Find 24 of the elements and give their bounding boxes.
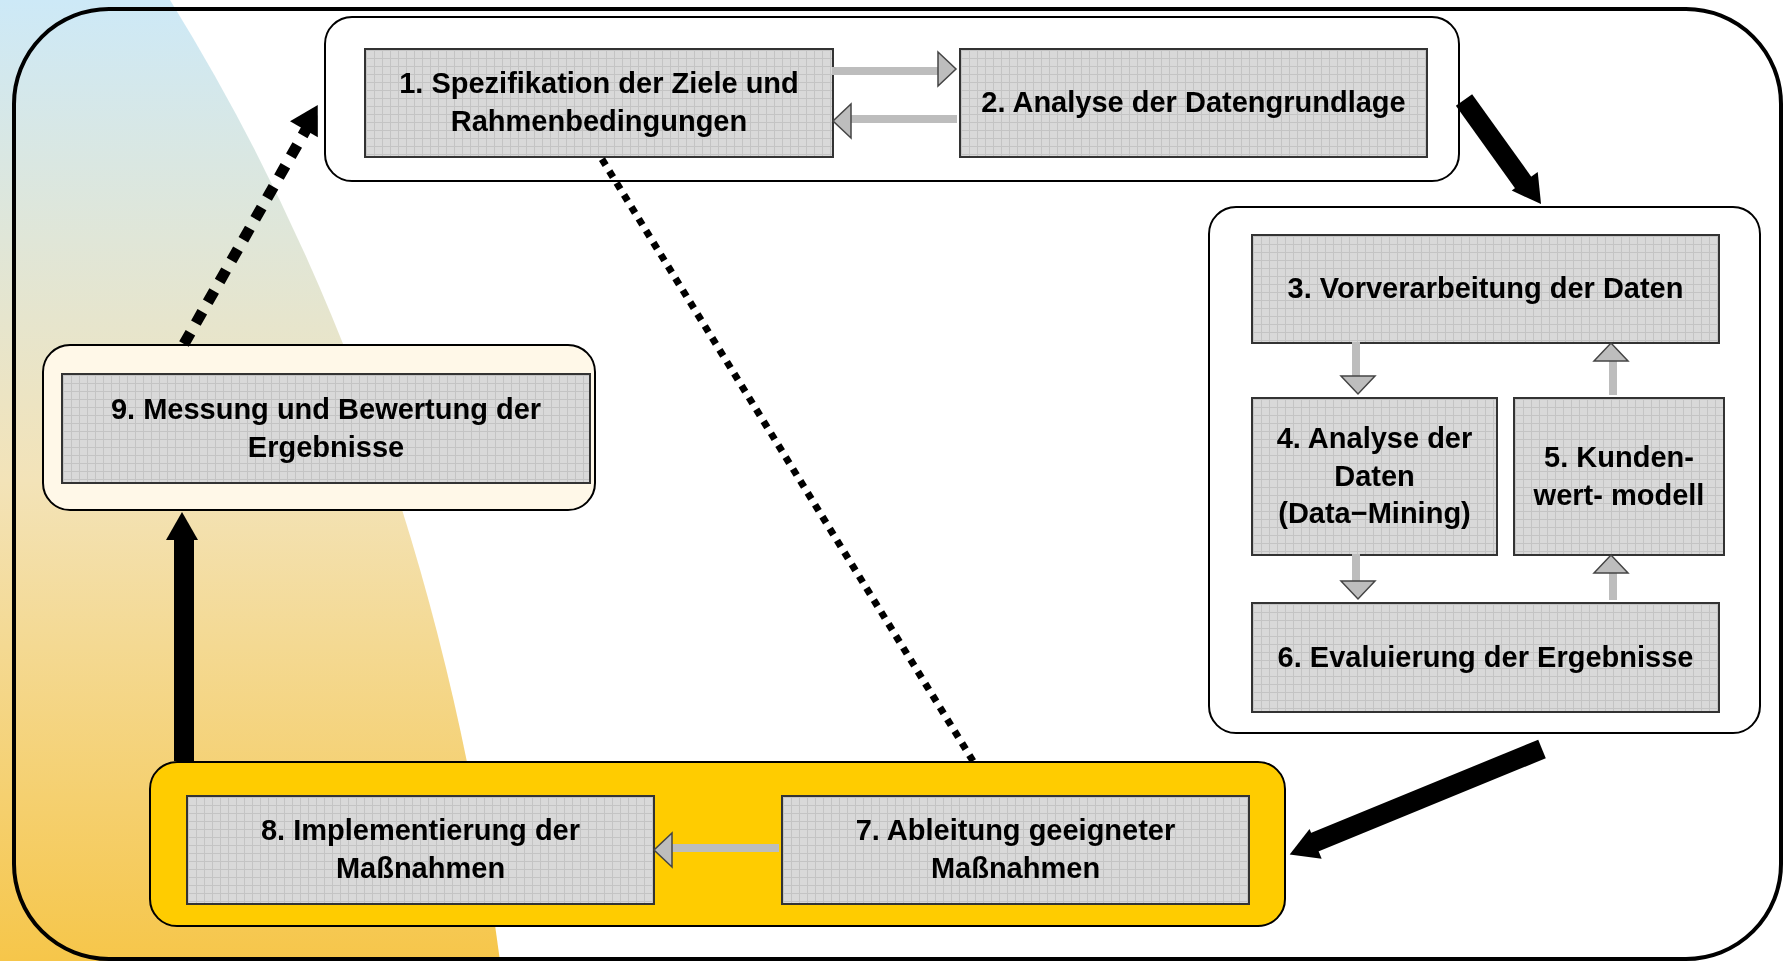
block-arrow [832,103,957,139]
block-arrow [1593,342,1629,395]
group-box [1208,206,1761,734]
group-box [42,344,596,511]
block-arrow [832,51,957,87]
process-box: 6. Evaluierung der Ergebnisse [1251,602,1720,713]
dashed-arrow [179,104,318,347]
process-box: 1. Spezifikation der Ziele und Rahmenbedingungen [364,48,834,158]
process-box: 4. Analyse der Daten (Data−Mining) [1251,397,1498,556]
block-arrow [1340,554,1376,600]
block-arrow [653,832,779,868]
process-box: 9. Messung und Bewertung der Ergebnisse [61,373,591,484]
block-arrow [1593,554,1629,600]
arrow [166,512,198,761]
block-arrow [1340,342,1376,395]
process-box: 7. Ableitung geeigneter Maßnahmen [781,795,1250,905]
process-box: 3. Vorverarbeitung der Daten [1251,234,1720,344]
arrow [1289,739,1546,859]
process-box: 8. Implementierung der Maßnahmen [186,795,655,905]
group-box [149,761,1286,927]
arrow [1455,94,1542,204]
group-box [324,16,1460,182]
process-box: 5. Kunden- wert- modell [1513,397,1725,556]
process-box: 2. Analyse der Datengrundlage [959,48,1428,158]
